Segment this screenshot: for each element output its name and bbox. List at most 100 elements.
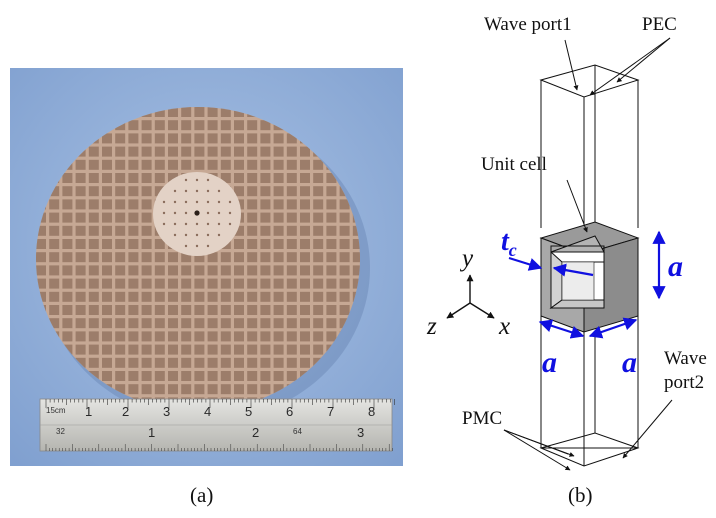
lattice-cell: [339, 212, 350, 223]
axis-label-y: y: [459, 245, 474, 272]
lattice-cell: [273, 212, 284, 223]
lattice-cell: [286, 291, 297, 302]
lattice-cell: [273, 186, 284, 197]
lattice-cell: [194, 305, 205, 315]
z-axis: [446, 302, 471, 319]
lattice-cell: [49, 225, 60, 236]
ruler-small-number: 32: [56, 427, 65, 436]
lattice-cell: [220, 265, 231, 276]
lattice-cell: [102, 199, 112, 210]
lattice-cell: [141, 278, 152, 289]
lattice-cell: [168, 173, 178, 183]
lattice-cell: [141, 265, 152, 276]
lattice-cell: [75, 291, 86, 302]
lattice-cell: [300, 225, 310, 236]
lattice-cell: [220, 344, 231, 355]
lattice-cell: [88, 265, 99, 276]
lattice-cell: [286, 357, 297, 368]
lattice-cell: [313, 318, 324, 329]
thickness-t: t: [501, 226, 510, 257]
lattice-cell: [247, 133, 258, 144]
lattice-cell: [88, 186, 99, 197]
center-dot: [184, 233, 188, 237]
lattice-cell: [207, 371, 218, 381]
ruler-top-number: 1: [85, 404, 92, 419]
lattice-cell: [141, 357, 152, 368]
center-dot: [195, 189, 199, 193]
lattice-cell: [300, 173, 310, 183]
lattice-cell: [260, 384, 271, 395]
lattice-cell: [75, 199, 86, 210]
lattice-cell: [300, 278, 310, 289]
lattice-cell: [102, 371, 112, 381]
lattice-cell: [115, 291, 126, 302]
lattice-cell: [194, 371, 205, 381]
center-dots: [162, 178, 232, 248]
lattice-cell: [49, 291, 60, 302]
center-dot: [195, 233, 199, 237]
lattice-cell: [247, 278, 258, 289]
lattice-cell: [273, 159, 284, 170]
lattice-cell: [102, 318, 112, 329]
center-dot: [217, 211, 221, 215]
lattice-cell: [220, 305, 231, 315]
lattice-cell: [207, 384, 218, 395]
lattice-cell: [194, 278, 205, 289]
lattice-cell: [313, 212, 324, 223]
lattice-cell: [286, 212, 297, 223]
ruler-top-number: 4: [204, 404, 211, 419]
lattice-cell: [313, 159, 324, 170]
label-wave-port2-line2: port2: [664, 372, 704, 393]
lattice-cell: [313, 225, 324, 236]
lattice-cell: [194, 384, 205, 395]
lattice-cell: [88, 252, 99, 263]
center-dot: [173, 222, 177, 226]
lattice-cell: [273, 173, 284, 183]
lattice-cell: [286, 305, 297, 315]
lattice-cell: [88, 225, 99, 236]
lattice-cell: [286, 133, 297, 144]
lattice-cell: [141, 239, 152, 249]
lattice-cell: [154, 252, 165, 263]
lattice-cell: [313, 344, 324, 355]
lattice-cell: [339, 305, 350, 315]
axis-label-z: z: [426, 313, 437, 340]
lattice-cell: [88, 305, 99, 315]
lattice-cell: [273, 344, 284, 355]
label-unit-cell: Unit cell: [481, 154, 547, 175]
lattice-cell: [273, 133, 284, 144]
lattice-cell: [88, 159, 99, 170]
lattice-cell: [181, 318, 192, 329]
lattice-cell: [313, 239, 324, 249]
lattice-cell: [102, 291, 112, 302]
lattice-cell: [286, 278, 297, 289]
lattice-cell: [181, 305, 192, 315]
lattice-cell: [220, 278, 231, 289]
lattice-cell: [154, 305, 165, 315]
center-dot: [195, 200, 199, 204]
lattice-cell: [194, 265, 205, 276]
lattice-cell: [88, 357, 99, 368]
lattice-cell: [102, 133, 112, 144]
lattice-cell: [36, 265, 46, 276]
lattice-cell: [168, 305, 178, 315]
lattice-cell: [326, 265, 337, 276]
lattice-cell: [260, 305, 271, 315]
lattice-cell: [247, 212, 258, 223]
lattice-cell: [234, 225, 244, 236]
lattice-cell: [154, 265, 165, 276]
ruler: 15cm 1 2 3 4 5 6 7 8 32 64 1 2 3: [39, 398, 395, 452]
lattice-cell: [313, 278, 324, 289]
center-dot: [206, 233, 210, 237]
lattice-cell: [326, 305, 337, 315]
lattice-cell: [286, 239, 297, 249]
lattice-cell: [62, 186, 73, 197]
lattice-cell: [313, 265, 324, 276]
lattice-cell: [260, 318, 271, 329]
coordinate-axes: [446, 274, 495, 319]
lattice-cell: [181, 357, 192, 368]
center-dot: [195, 244, 199, 248]
lattice-cell: [115, 305, 126, 315]
lattice-cell: [352, 252, 360, 263]
lattice-cell: [234, 278, 244, 289]
